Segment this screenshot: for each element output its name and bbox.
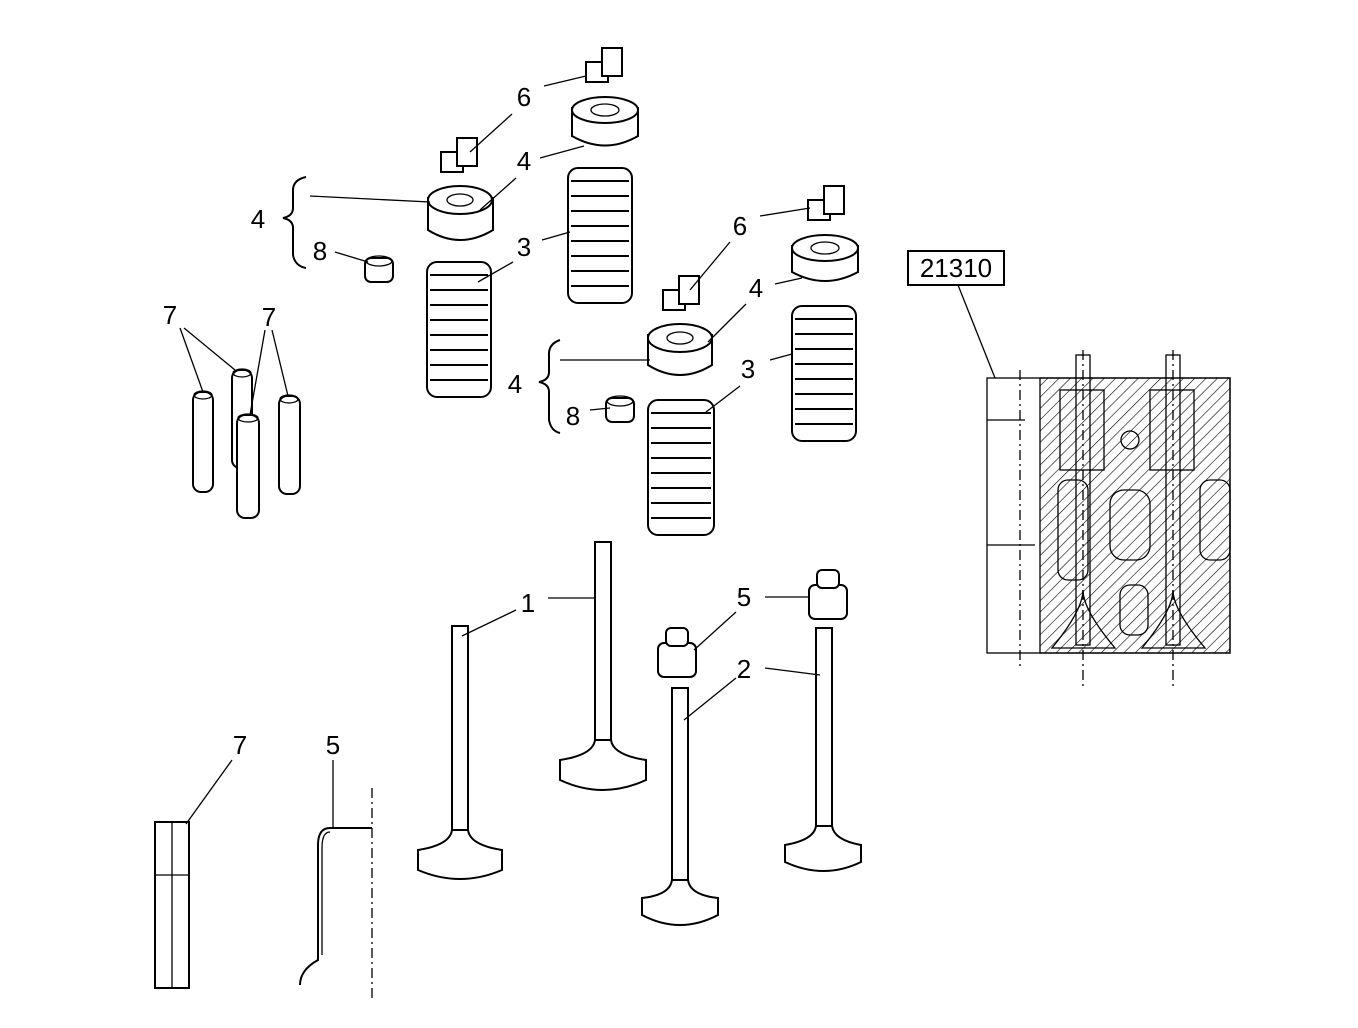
cylinder-head-section [986,350,1231,690]
valve-keeper-center [662,275,700,311]
callout-guide-7a: 7 [163,300,177,330]
valve-keeper-left [440,137,478,173]
callout-spring-3b: 3 [741,354,755,384]
bracket-group-4b [538,339,561,434]
valve-spring-top [567,167,633,304]
callout-cap-8b: 8 [566,401,580,431]
valve-guides [179,327,301,519]
valve-keeper-top [585,47,623,83]
guide-installer-tool [154,821,190,989]
bracket-group-4a [282,176,307,269]
valve-spring-left [426,261,492,398]
valve-guide-4 [278,394,301,495]
intake-valve-left [417,625,503,880]
valve-spring-center [647,399,715,536]
valve-stem-seal-right [808,569,848,620]
callout-keeper-6b: 6 [733,211,747,241]
spring-retainer-right [791,234,859,282]
reference-number: 21310 [920,253,992,283]
exhaust-valve-center [641,687,719,926]
callout-seal-5a: 5 [737,582,751,612]
callout-valve-1: 1 [521,588,535,618]
valve-spring-right [791,305,857,442]
spring-retainer-top [571,96,639,147]
callout-group-4b: 4 [508,369,522,399]
spring-seat-center [647,323,713,376]
valve-guide-3 [236,413,260,519]
callout-cap-8a: 8 [313,236,327,266]
valve-keeper-right [807,185,845,221]
cap-center [605,395,635,423]
intake-valve-center [559,541,647,791]
spring-seat-left [427,185,494,241]
callout-valve-2: 2 [737,654,751,684]
callout-group-4a: 4 [251,204,265,234]
callout-labels: 1 2 3 3 3 4 4 4 4 5 5 6 6 7 7 7 8 8 [163,82,763,760]
valve-guide-1 [192,390,214,493]
callout-seal-5-tool: 5 [326,730,340,760]
callout-guide-7-tool: 7 [233,730,247,760]
seal-installer-tool [299,788,373,998]
leader-lines [185,75,821,828]
callout-guide-7b: 7 [262,302,276,332]
callout-keeper-6a: 6 [517,82,531,112]
exhaust-valve-right [784,627,862,872]
callout-spring-3a: 3 [517,232,531,262]
callout-seat-4a: 4 [517,146,531,176]
callout-seat-4b: 4 [749,273,763,303]
valve-stem-seal-left [657,627,697,678]
cap-left [364,255,394,283]
reference-box: 21310 [907,250,1005,379]
